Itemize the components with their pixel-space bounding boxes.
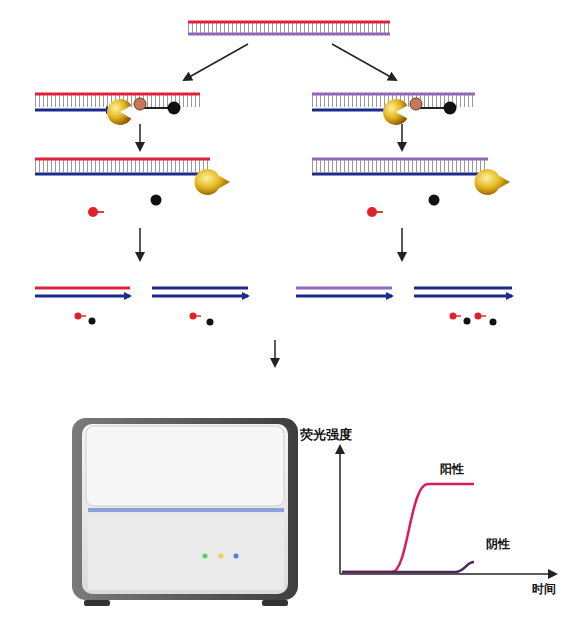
annealing-right bbox=[312, 94, 475, 125]
extension-left bbox=[35, 159, 230, 217]
products-right bbox=[296, 288, 512, 326]
axis-label: 荧光强度 bbox=[300, 428, 352, 442]
flow-arrow bbox=[274, 340, 276, 366]
amplification-chart bbox=[340, 446, 556, 574]
flow-arrow bbox=[401, 124, 403, 150]
annealing-left bbox=[35, 94, 200, 125]
axis-label: 时间 bbox=[532, 583, 556, 596]
flow-arrow bbox=[332, 44, 396, 80]
negative-curve bbox=[342, 562, 474, 572]
positive-curve bbox=[342, 484, 474, 572]
flow-arrow bbox=[139, 124, 141, 150]
dna-strand bbox=[188, 21, 390, 24]
products-left bbox=[35, 288, 248, 326]
curve-label: 阴性 bbox=[486, 538, 510, 551]
extension-right bbox=[312, 159, 510, 217]
flow-arrow bbox=[184, 44, 248, 80]
dna-strand bbox=[188, 33, 390, 36]
pcr-instrument bbox=[72, 418, 298, 606]
flow-arrow bbox=[401, 228, 403, 260]
base-pairs bbox=[188, 23, 390, 33]
curve-label: 阳性 bbox=[440, 463, 464, 476]
flow-arrow bbox=[139, 228, 141, 260]
